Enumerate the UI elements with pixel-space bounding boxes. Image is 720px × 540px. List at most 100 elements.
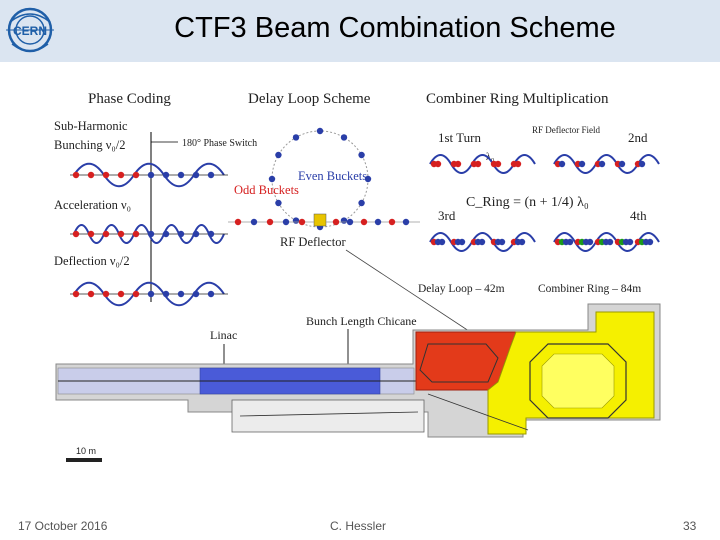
loop-bunch-dot — [275, 199, 282, 207]
bunch-dot — [117, 171, 125, 179]
loop-bunch-dot — [292, 217, 300, 224]
rf-field-label: RF Deflector Field — [532, 125, 600, 135]
ring-bunch-dot — [498, 238, 506, 246]
transfer-line — [239, 411, 419, 417]
deflection-wave — [73, 281, 225, 307]
bunch-dot — [117, 290, 125, 298]
bunch-dot — [87, 171, 95, 179]
turn-1-label: 1st Turn — [438, 130, 481, 145]
bunch-dot — [87, 230, 95, 238]
bunch-dot — [192, 230, 200, 238]
footer-author: C. Hessler — [330, 519, 387, 533]
bunch-dot — [162, 290, 170, 298]
ring-formula: C_Ring = (n + 1/4) λ₀ — [466, 195, 589, 210]
cern-logo: CERN — [0, 0, 60, 60]
bunch-dot — [102, 230, 110, 238]
page-number: 33 — [683, 519, 697, 533]
bunch-dot — [72, 230, 80, 238]
bunch-dot — [192, 171, 200, 179]
label-subharmonic: Sub-Harmonic — [54, 119, 128, 133]
line-bunch-dot — [346, 218, 354, 226]
bunch-dot — [132, 290, 140, 298]
ring-bunch-dot — [618, 160, 626, 168]
combiner-ring-track — [529, 343, 627, 419]
scale-bar — [66, 458, 102, 462]
linac-label: Linac — [210, 328, 237, 342]
line-bunch-dot — [332, 218, 340, 226]
delay-loop-panel: Delay Loop Scheme Even Buckets Odd Bucke… — [228, 91, 420, 249]
line-bunch-dot — [402, 218, 410, 226]
ring-bunch-dot — [566, 238, 574, 246]
bunch-dot — [102, 171, 110, 179]
ring-bunch-dot — [518, 238, 526, 246]
ring-bunch-dot — [578, 160, 586, 168]
delay-loop-length-label: Delay Loop – 42m — [418, 283, 505, 295]
loop-bunch-dot — [316, 127, 324, 135]
rf-deflector-block — [313, 213, 327, 227]
ring-bunch-dot — [598, 160, 606, 168]
line-bunch-dot — [234, 218, 242, 226]
bunch-dot — [192, 290, 200, 298]
bunch-dot — [207, 290, 215, 298]
ring-bunch-dot — [438, 238, 446, 246]
bunch-dot — [87, 290, 95, 298]
combiner-ring-panel: Combiner Ring Multiplication 1st Turn RF… — [426, 91, 660, 252]
beam-combination-figure: Phase Coding Sub-Harmonic Bunching ν₀/2 … — [54, 91, 661, 462]
loop-bunch-dot — [275, 151, 282, 159]
ring-bunch-dot — [478, 238, 486, 246]
bunch-dot — [117, 230, 125, 238]
bunch-dot — [207, 171, 215, 179]
bunch-dot — [72, 171, 80, 179]
line-bunch-dot — [298, 218, 306, 226]
label-acceleration: Acceleration ν₀ — [54, 198, 131, 212]
pointer-deflector — [345, 249, 479, 338]
loop-bunch-dot — [340, 217, 348, 224]
even-buckets-text: Even Buckets — [298, 169, 367, 183]
loop-bunch-dot — [358, 151, 365, 159]
turn-2-label: 2nd — [628, 130, 648, 145]
phase-coding-heading: Phase Coding — [88, 91, 171, 107]
loop-bunch-dot — [268, 175, 276, 183]
ring-bunch-dot — [626, 238, 634, 246]
combiner-ring-length-label: Combiner Ring – 84m — [538, 283, 641, 295]
ring-bunch-dot — [586, 238, 594, 246]
slide-header: CERN CTF3 Beam Combination Scheme — [0, 0, 720, 62]
loop-bunch-dot — [340, 134, 348, 141]
ring-bunch-dot — [558, 160, 566, 168]
bunch-dot — [177, 171, 185, 179]
bunch-dot — [72, 290, 80, 298]
bunching-wave — [73, 162, 225, 188]
chicane-label: Bunch Length Chicane — [306, 314, 417, 328]
bunch-dot — [177, 230, 185, 238]
delay-line-bunches — [234, 218, 410, 226]
svg-text:CERN: CERN — [13, 24, 47, 38]
odd-buckets-label: Odd Buckets — [234, 183, 299, 197]
turn-4-label: 4th — [630, 208, 647, 223]
ring-bunch-dot — [514, 160, 522, 168]
delay-loop-track — [419, 343, 499, 383]
ring-bunch-dot — [474, 160, 482, 168]
footer-date: 17 October 2016 — [18, 519, 108, 533]
delay-loop-bunches — [268, 127, 372, 231]
line-bunch-dot — [388, 218, 396, 226]
line-bunch-dot — [360, 218, 368, 226]
ring-bunch-dot — [638, 160, 646, 168]
bunch-dot — [132, 171, 140, 179]
transfer-hall — [231, 399, 425, 433]
turn-3-label: 3rd — [438, 208, 456, 223]
even-buckets-label: Even Buckets — [298, 169, 367, 183]
loop-bunch-dot — [358, 199, 365, 207]
bunch-dot — [207, 230, 215, 238]
ring-bunch-dot — [434, 160, 442, 168]
bunch-dot — [177, 290, 185, 298]
bunch-dot — [162, 230, 170, 238]
lambda0-marker: λ₀ — [486, 152, 495, 163]
bunch-dot — [102, 290, 110, 298]
scale-label: 10 m — [76, 446, 96, 456]
ring-bunch-dot — [458, 238, 466, 246]
line-bunch-dot — [250, 218, 258, 226]
facility-layout: Delay Loop – 42m Combiner Ring – 84m Lin… — [55, 249, 661, 462]
phase-coding-panel: Phase Coding Sub-Harmonic Bunching ν₀/2 … — [54, 91, 257, 307]
label-bunching: Bunching ν₀/2 — [54, 138, 125, 152]
slide-title: CTF3 Beam Combination Scheme — [174, 12, 616, 44]
